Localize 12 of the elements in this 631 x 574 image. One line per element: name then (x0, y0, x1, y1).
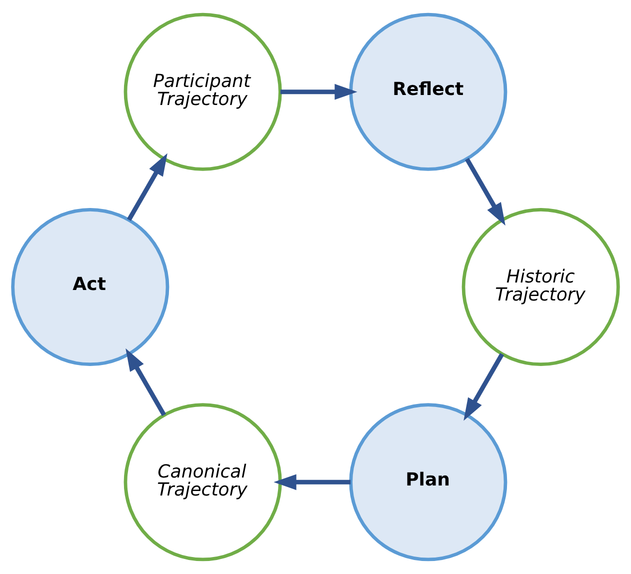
node-circle: Historic Trajectory (462, 208, 620, 366)
arrow (464, 353, 504, 421)
arrow (126, 348, 166, 416)
node-circle: Canonical Trajectory (124, 403, 282, 562)
arrow (464, 158, 506, 226)
node-circle: Participant Trajectory (124, 12, 282, 171)
node-circle: Reflect (349, 12, 508, 171)
arrow (274, 474, 351, 490)
arrow (280, 84, 358, 100)
node-circle: Plan (349, 403, 508, 562)
node-circle: Act (11, 208, 170, 366)
arrow (126, 153, 168, 221)
